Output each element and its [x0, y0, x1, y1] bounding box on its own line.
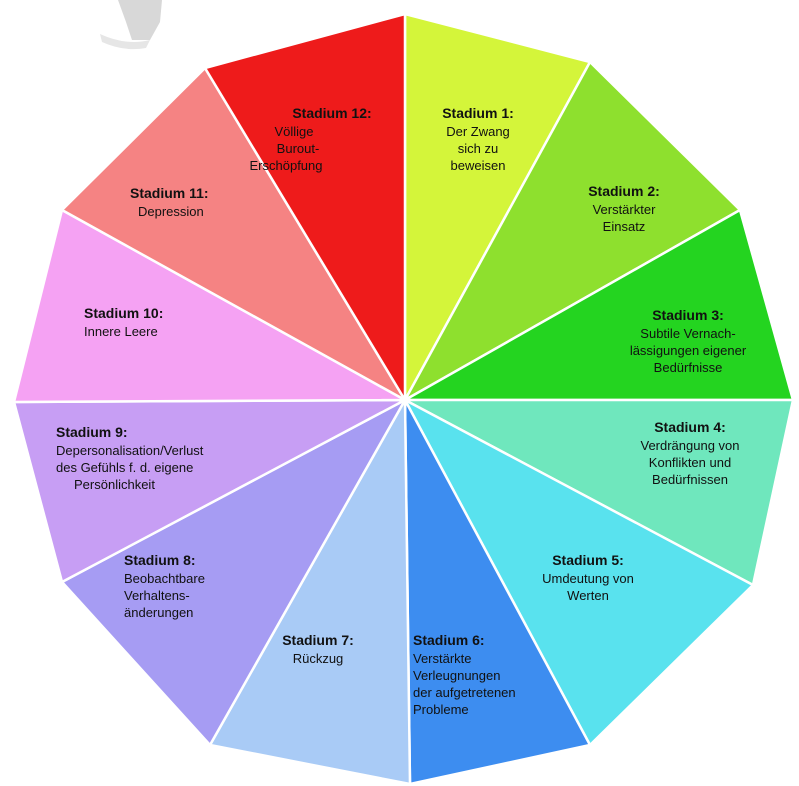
stage-5-heading: Stadium 5: [552, 552, 624, 568]
stage-6-text-line: Verstärkte [413, 651, 472, 666]
stage-8-text-line: Beobachtbare [124, 571, 205, 586]
stage-12-heading: Stadium 12: [292, 105, 371, 121]
stage-5-text-line: Umdeutung von [542, 571, 634, 586]
stage-7-text-line: Rückzug [293, 651, 344, 666]
stage-9-text-line: des Gefühls f. d. eigene [56, 460, 193, 475]
stage-9-text-line: Persönlichkeit [74, 477, 155, 492]
stage-3-label: Stadium 3: Subtile Vernach-lässigungen ei… [630, 307, 747, 375]
stage-8-label: Stadium 8: BeobachtbareVerhaltens-änderun… [124, 552, 205, 620]
stage-1-text-line: Der Zwang [446, 124, 510, 139]
stage-12-text-line: Völlige [274, 124, 313, 139]
stage-9-text-line: Depersonalisation/Verlust [56, 443, 204, 458]
stage-8-text-line: änderungen [124, 605, 193, 620]
stage-5-text-line: Werten [567, 588, 609, 603]
stage-6-text-line: der aufgetretenen [413, 685, 516, 700]
stage-3-text-line: lässigungen eigener [630, 343, 747, 358]
stage-2-text-line: Einsatz [603, 219, 646, 234]
stage-3-heading: Stadium 3: [652, 307, 724, 323]
stage-6-text-line: Probleme [413, 702, 469, 717]
stage-10-text-line: Innere Leere [84, 324, 158, 339]
stage-7-heading: Stadium 7: [282, 632, 354, 648]
stage-12-text-line: Burout- [277, 141, 320, 156]
stage-2-text-line: Verstärkter [593, 202, 657, 217]
stage-4-heading: Stadium 4: [654, 419, 726, 435]
stage-11-label: Stadium 11: Depression [130, 185, 209, 219]
stage-6-text-line: Verleugnungen [413, 668, 500, 683]
stage-12-text-line: Erschöpfung [250, 158, 323, 173]
stage-7-label: Stadium 7: Rückzug [282, 632, 354, 666]
stage-11-heading: Stadium 11: [130, 185, 209, 201]
stage-10-label: Stadium 10: Innere Leere [84, 305, 163, 339]
stage-8-text-line: Verhaltens- [124, 588, 190, 603]
stage-12-segment [203, 12, 407, 402]
stage-11-text-line: Depression [138, 204, 204, 219]
stage-6-heading: Stadium 6: [413, 632, 485, 648]
stage-1-label: Stadium 1: Der Zwang sich zu beweisen [442, 105, 514, 173]
stage-3-text-line: Bedürfnisse [654, 360, 723, 375]
wheel-segments [12, 12, 795, 786]
stage-1-heading: Stadium 1: [442, 105, 514, 121]
stage-1-text-line: sich zu [458, 141, 498, 156]
stage-9-heading: Stadium 9: [56, 424, 128, 440]
stage-1-text-line: beweisen [451, 158, 506, 173]
stage-2-heading: Stadium 2: [588, 183, 660, 199]
stage-8-heading: Stadium 8: [124, 552, 196, 568]
figure-shadow-decoration [100, 0, 162, 50]
stage-3-text-line: Subtile Vernach- [640, 326, 735, 341]
stage-4-text-line: Konflikten und [649, 455, 731, 470]
stage-10-heading: Stadium 10: [84, 305, 163, 321]
stage-9-label: Stadium 9: Depersonalisation/Verlust des G… [56, 424, 204, 492]
stage-4-text-line: Bedürfnissen [652, 472, 728, 487]
stage-4-text-line: Verdrängung von [640, 438, 739, 453]
